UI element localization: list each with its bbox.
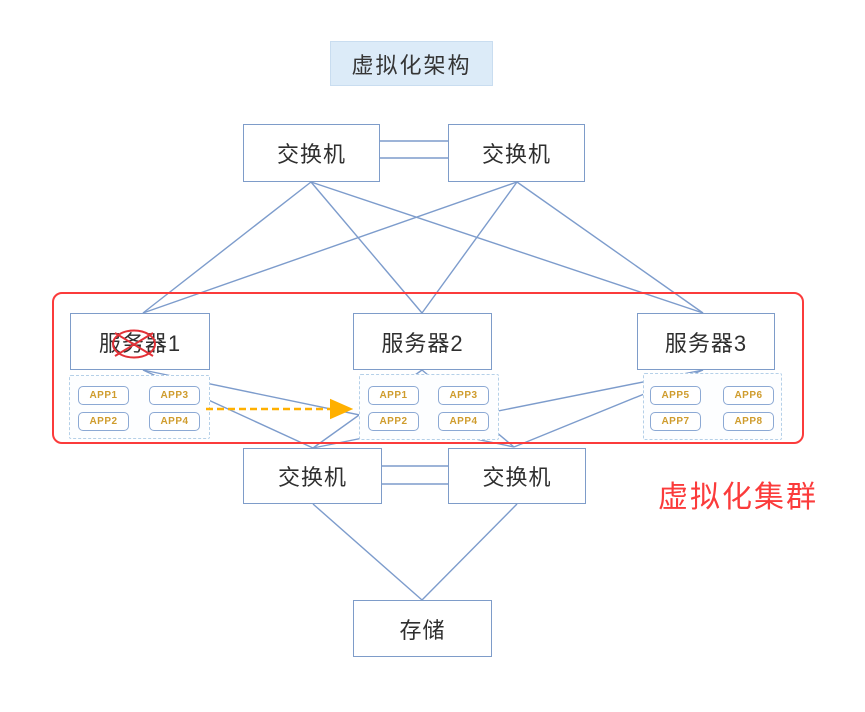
server-2-app-3: APP3 [438,386,489,405]
storage-node: 存储 [353,600,492,657]
diagram-title: 虚拟化架构 [330,41,493,86]
bottom-switch-1: 交换机 [243,448,382,504]
server-2-app-1: APP1 [368,386,419,405]
server-2-app-4: APP4 [438,412,489,431]
bottom-switch-2: 交换机 [448,448,586,504]
virtualization-cluster-boundary [52,292,804,444]
server-1-app-1: APP1 [78,386,129,405]
top-switch-1: 交换机 [243,124,380,182]
switch-storage-links [312,503,518,601]
server-3-app-8: APP8 [723,412,774,431]
server-1-app-3: APP3 [149,386,200,405]
server-3-app-7: APP7 [650,412,701,431]
top-switch-2: 交换机 [448,124,585,182]
server-2: 服务器2 [353,313,492,370]
server-2-app-2: APP2 [368,412,419,431]
server-1-app-2: APP2 [78,412,129,431]
server-3-app-6: APP6 [723,386,774,405]
switch-to-switch-links [380,140,448,485]
top-switch-server-mesh [142,181,704,314]
server-3-app-5: APP5 [650,386,701,405]
server-3: 服务器3 [637,313,775,370]
crossed-out-ellipse-icon [112,329,156,359]
cluster-label: 虚拟化集群 [658,481,818,514]
server-1-app-4: APP4 [149,412,200,431]
